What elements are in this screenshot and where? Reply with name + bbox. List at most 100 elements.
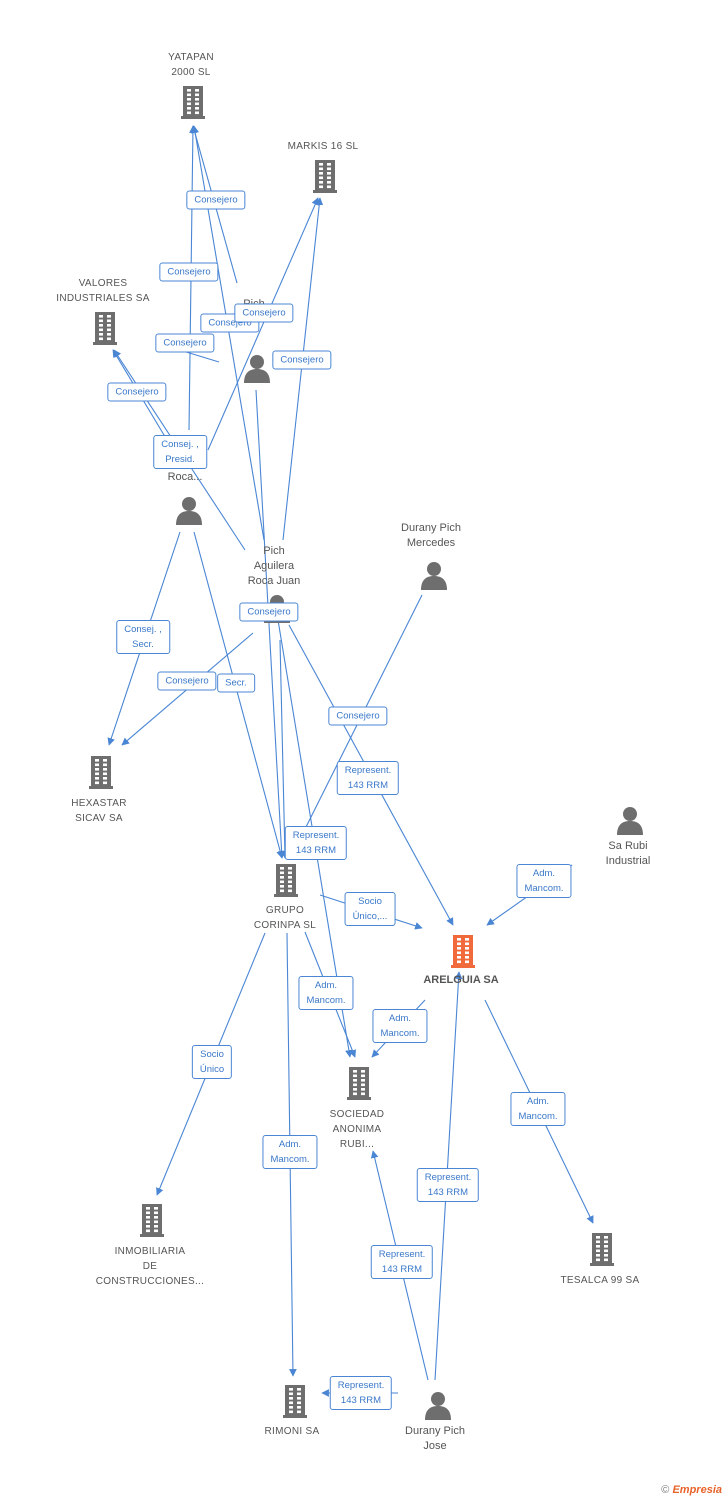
edge-label-e18[interactable]: Adm. Mancom. xyxy=(298,976,354,1010)
edge-label-e23[interactable]: Represent. 143 RRM xyxy=(416,1168,480,1202)
edge-label-e10[interactable]: Consejero xyxy=(239,602,299,622)
edge-label-line: Mancom. xyxy=(524,883,564,894)
edge-label-line: Consejero xyxy=(280,354,324,366)
building-icon-valores[interactable] xyxy=(90,310,120,351)
node-label-line: RIMONI SA xyxy=(264,1426,320,1437)
node-label-markis[interactable]: MARKIS 16 SL xyxy=(288,139,359,154)
edge-label-line: Mancom. xyxy=(270,1154,310,1165)
edge-label-line: Socio xyxy=(358,896,382,907)
building-icon-sociedad-rubi[interactable] xyxy=(344,1065,374,1106)
edge-label-line: 143 RRM xyxy=(340,1395,382,1406)
node-label-line: Industrial xyxy=(605,855,651,867)
node-label-line: YATAPAN xyxy=(168,52,214,63)
building-icon-markis[interactable] xyxy=(310,158,340,199)
node-label-line: Mercedes xyxy=(406,537,456,549)
node-label-line: Durany Pich xyxy=(401,522,461,534)
edge-label-e15[interactable]: Represent.143 RRM xyxy=(284,826,348,860)
edge-line xyxy=(193,531,284,859)
person-icon-roca-partial[interactable] xyxy=(174,495,204,530)
edge-label-line: Represent. xyxy=(344,765,392,776)
edge-label-e9[interactable]: Consej. ,Secr. xyxy=(116,620,170,654)
edge-label-e19[interactable]: Adm.Mancom. xyxy=(372,1009,428,1043)
edge-label-e22[interactable]: Adm.Mancom. xyxy=(262,1135,318,1169)
copyright-symbol: © xyxy=(661,1484,670,1496)
edge-label-line: Represent. xyxy=(337,1380,385,1391)
node-label-line: SICAV SA xyxy=(75,813,123,824)
edge-label-line: Represent. xyxy=(424,1172,472,1183)
node-label-roca-partial[interactable]: Roca... xyxy=(168,470,203,485)
edge-label-e6[interactable]: Consejero xyxy=(272,350,332,370)
edge-line xyxy=(207,197,319,451)
edge-label-line: Consejero xyxy=(336,710,380,722)
node-label-line: VALORES xyxy=(78,278,128,289)
edge-label-e25[interactable]: Represent. 143 RRM xyxy=(329,1376,393,1410)
edge-label-line: Consej. , xyxy=(124,624,162,635)
node-label-line: Aguilera xyxy=(253,560,295,572)
edge-label-e4[interactable]: Consejero xyxy=(234,303,294,323)
edge-label-e13[interactable]: Consejero xyxy=(328,706,388,726)
building-icon-inmobiliaria[interactable] xyxy=(137,1202,167,1243)
building-icon-arelguia[interactable] xyxy=(448,933,478,974)
node-label-tesalca[interactable]: TESALCA 99 SA xyxy=(561,1273,640,1288)
edge-label-e1[interactable]: Consejero xyxy=(186,190,246,210)
edge-label-e8[interactable]: Consej. , Presid. xyxy=(153,435,207,469)
edge-label-line: Consejero xyxy=(167,266,211,278)
edge-label-line: Consej. , xyxy=(161,439,199,450)
building-icon-grupo-corinpa[interactable] xyxy=(271,862,301,903)
node-label-rimoni[interactable]: RIMONI SA xyxy=(265,1424,320,1439)
person-icon-durany-mercedes[interactable] xyxy=(419,560,449,595)
node-label-line: Sa Rubi xyxy=(608,840,648,852)
node-label-line: TESALCA 99 SA xyxy=(560,1275,640,1286)
node-label-line: Jose xyxy=(423,1440,447,1452)
node-label-line: INMOBILIARIA xyxy=(114,1246,186,1257)
person-icon-sa-rubi-industrial[interactable] xyxy=(615,805,645,840)
building-icon-hexastar[interactable] xyxy=(86,754,116,795)
edge-label-line: Consejero xyxy=(208,317,252,329)
person-icon-roca-martin[interactable] xyxy=(242,353,272,388)
node-label-line: ANONIMA xyxy=(332,1124,382,1135)
edge-label-line: Represent. xyxy=(378,1249,426,1260)
footer-brand[interactable]: © Empresia xyxy=(661,1484,722,1496)
edge-label-line: Represent. xyxy=(292,830,340,841)
building-icon-rimoni[interactable] xyxy=(280,1383,310,1424)
edge-label-e5[interactable]: Consejero xyxy=(155,333,215,353)
edge-label-line: Consejero xyxy=(165,675,209,687)
edge-label-line: Mancom. xyxy=(306,995,346,1006)
edge-label-e14[interactable]: Represent.143 RRM xyxy=(336,761,400,795)
node-label-line: SOCIEDAD xyxy=(329,1109,385,1120)
node-label-valores[interactable]: VALORES INDUSTRIALES SA xyxy=(56,276,149,306)
edges-layer xyxy=(107,125,594,1397)
edge-label-line: 143 RRM xyxy=(427,1187,469,1198)
edge-line xyxy=(255,389,286,859)
building-icon-tesalca[interactable] xyxy=(587,1231,617,1272)
node-label-arelguia[interactable]: ARELGUIA SA xyxy=(423,973,498,988)
building-icon-yatapan[interactable] xyxy=(178,84,208,125)
edge-label-line: Adm. xyxy=(314,980,338,991)
node-label-line: MARKIS 16 SL xyxy=(287,141,359,152)
edge-label-line: Consejero xyxy=(163,337,207,349)
edge-label-e11[interactable]: Consejero xyxy=(157,671,217,691)
edge-label-e21[interactable]: Adm.Mancom. xyxy=(510,1092,566,1126)
node-label-line: DE xyxy=(142,1261,158,1272)
edge-label-e16[interactable]: Adm.Mancom. xyxy=(516,864,572,898)
edge-label-e24[interactable]: Represent.143 RRM xyxy=(370,1245,434,1279)
edge-label-line: Socio xyxy=(200,1049,224,1060)
edge-label-e12[interactable]: Secr. xyxy=(217,673,255,693)
edge-label-e2[interactable]: Consejero xyxy=(159,262,219,282)
edge-label-e7[interactable]: Consejero xyxy=(107,382,167,402)
edge-label-line: Presid. xyxy=(165,454,195,465)
person-icon-durany-jose[interactable] xyxy=(423,1390,453,1425)
edge-label-line: Mancom. xyxy=(380,1028,420,1039)
node-label-line: INDUSTRIALES SA xyxy=(56,293,150,304)
